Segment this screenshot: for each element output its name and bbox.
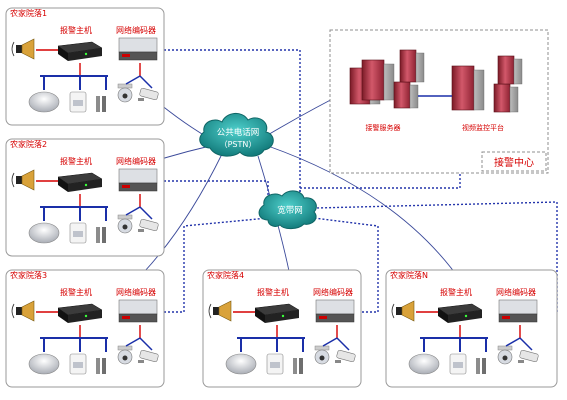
pstn-label: 公共电话网 <box>217 127 260 138</box>
door-contact-icon <box>476 358 486 374</box>
sensor-bus <box>40 337 108 352</box>
alarm-host-label: 报警主机 <box>257 287 289 297</box>
encoder-label: 网络编码器 <box>116 287 156 297</box>
encoder-label: 网络编码器 <box>496 287 536 297</box>
network-encoder-icon <box>118 299 158 323</box>
bb-link-4 <box>313 217 379 313</box>
ptz-camera-icon <box>117 345 133 365</box>
farm-label: 农家院落2 <box>10 139 47 149</box>
camera-link <box>139 75 153 89</box>
alarm-host-icon <box>437 303 483 323</box>
encoder-label: 网络编码器 <box>313 287 353 297</box>
pstn-sublabel: （PSTN） <box>220 140 257 149</box>
farm-label: 农家院落N <box>390 270 428 280</box>
network-encoder-icon <box>498 299 538 323</box>
video-platform-label: 视频监控平台 <box>462 123 504 132</box>
camera-link <box>322 337 338 347</box>
network-encoder-icon <box>118 37 158 61</box>
network-encoder-icon <box>315 299 355 323</box>
speaker-horn-icon <box>11 38 35 60</box>
camera-link <box>519 337 533 351</box>
motion-detector-icon <box>449 353 467 375</box>
alarm-host-icon <box>57 41 103 61</box>
farm-label: 农家院落4 <box>207 270 244 280</box>
bullet-camera-icon <box>138 349 159 363</box>
sensor-bus <box>40 206 108 221</box>
motion-detector-icon <box>69 91 87 113</box>
smoke-detector-icon <box>28 353 60 375</box>
bb-link-1 <box>160 49 301 196</box>
alarm-host-icon <box>57 303 103 323</box>
smoke-detector-icon <box>225 353 257 375</box>
farm-label: 农家院落3 <box>10 270 47 280</box>
speaker-horn-icon <box>391 300 415 322</box>
center-label: 接警中心 <box>494 156 534 169</box>
smoke-detector-icon <box>408 353 440 375</box>
camera-link <box>336 337 350 351</box>
smoke-detector-icon <box>28 91 60 113</box>
sensor-bus <box>237 337 305 352</box>
bb-link-2 <box>160 180 269 206</box>
farm-site-2: 农家院落2 报警主机 网络编码器 <box>10 139 159 244</box>
alarm-host-label: 报警主机 <box>440 287 472 297</box>
ptz-camera-icon <box>117 214 133 234</box>
ptz-camera-icon <box>497 345 513 365</box>
speaker-horn-icon <box>208 300 232 322</box>
motion-detector-icon <box>69 222 87 244</box>
farm-site-4: 农家院落4 报警主机 网络编码器 <box>207 270 356 375</box>
video-platform-icon <box>451 55 523 113</box>
speaker-horn-icon <box>11 169 35 191</box>
center-label-box <box>481 151 547 172</box>
bb-link-3 <box>160 217 269 313</box>
smoke-detector-icon <box>28 222 60 244</box>
camera-link <box>125 206 141 216</box>
network-encoder-icon <box>118 168 158 192</box>
alarm-center: 接警中心 接警服务器 视频监控平台 <box>329 29 549 174</box>
camera-link <box>139 206 153 220</box>
alarm-host-label: 报警主机 <box>60 287 92 297</box>
pstn-cloud: 公共电话网 （PSTN） <box>199 113 274 157</box>
speaker-horn-icon <box>11 300 35 322</box>
motion-detector-icon <box>266 353 284 375</box>
alarm-host-label: 报警主机 <box>60 25 92 35</box>
broadband-cloud: 宽带网 <box>258 190 317 230</box>
bullet-camera-icon <box>518 349 539 363</box>
camera-link <box>125 337 141 347</box>
farm-site-1: 农家院落1 报警主机 网络编码器 <box>10 8 159 113</box>
farm-site-5: 农家院落N 报警主机 网络编码器 <box>390 270 539 375</box>
ptz-camera-icon <box>314 345 330 365</box>
bullet-camera-icon <box>335 349 356 363</box>
farm-label: 农家院落1 <box>10 8 47 18</box>
camera-link <box>505 337 521 347</box>
bullet-camera-icon <box>138 87 159 101</box>
door-contact-icon <box>293 358 303 374</box>
door-contact-icon <box>96 227 106 243</box>
site-devices: 农家院落1报警主机网络编码器农家院落2报警主机网络编码器农家院落3报警主机网络编… <box>10 8 539 375</box>
door-contact-icon <box>96 358 106 374</box>
encoder-label: 网络编码器 <box>116 25 156 35</box>
broadband-label: 宽带网 <box>277 205 303 216</box>
alarm-host-label: 报警主机 <box>60 156 92 166</box>
farm-site-3: 农家院落3 报警主机 网络编码器 <box>10 270 159 375</box>
motion-detector-icon <box>69 353 87 375</box>
alarm-host-icon <box>57 172 103 192</box>
door-contact-icon <box>96 96 106 112</box>
sensor-bus <box>40 75 108 90</box>
camera-link <box>139 337 153 351</box>
bullet-camera-icon <box>138 218 159 232</box>
alarm-server-label: 接警服务器 <box>366 123 401 132</box>
camera-link <box>125 75 141 85</box>
sensor-bus <box>420 337 488 352</box>
alarm-host-icon <box>254 303 300 323</box>
encoder-label: 网络编码器 <box>116 156 156 166</box>
ptz-camera-icon <box>117 83 133 103</box>
